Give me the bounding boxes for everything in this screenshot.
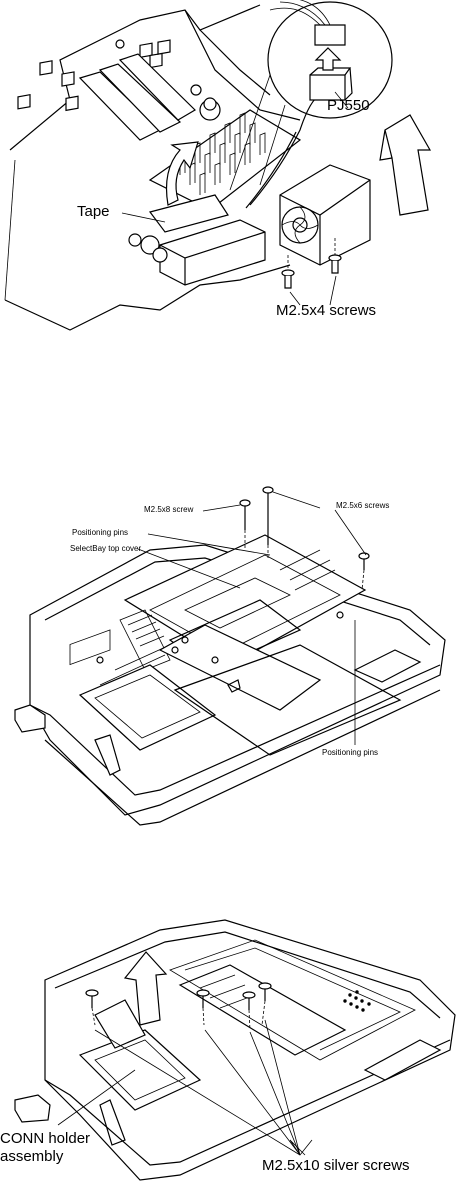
tape-label: Tape [77, 203, 110, 220]
silver-screws-label: M2.5x10 silver screws [262, 1157, 410, 1174]
holder-label-line2: assembly [0, 1148, 64, 1165]
figure-selectbay-cover: M2.5x8 screw M2.5x6 screws Positioning p… [0, 470, 467, 830]
conn-holder-drawing [14, 919, 456, 1181]
figure-conn-holder: CONN holder assembly M2.5x10 silver scre… [0, 900, 467, 1186]
selectbay-drawing [14, 486, 446, 826]
fan-assembly-drawing [4, 0, 432, 331]
holder-label-line1: CONN holder [0, 1130, 91, 1147]
cover-label: SelectBay top cover [70, 544, 142, 553]
connector-label: PJ550 [327, 97, 370, 114]
lift-arrow-icon [123, 951, 168, 1026]
screw-m8-label: M2.5x8 screw [144, 505, 194, 514]
pins-top-label: Positioning pins [72, 528, 129, 537]
curved-arrow-icon [165, 141, 199, 206]
pins-bottom-label: Positioning pins [322, 748, 379, 757]
connector-arrow-icon [314, 47, 342, 71]
figure-fan-removal: PJ550 Tape M2.5x4 screws [0, 0, 467, 340]
screws-m6-label: M2.5x6 screws [336, 501, 390, 510]
lift-arrow-icon [379, 114, 432, 216]
screws-label: M2.5x4 screws [276, 302, 377, 319]
